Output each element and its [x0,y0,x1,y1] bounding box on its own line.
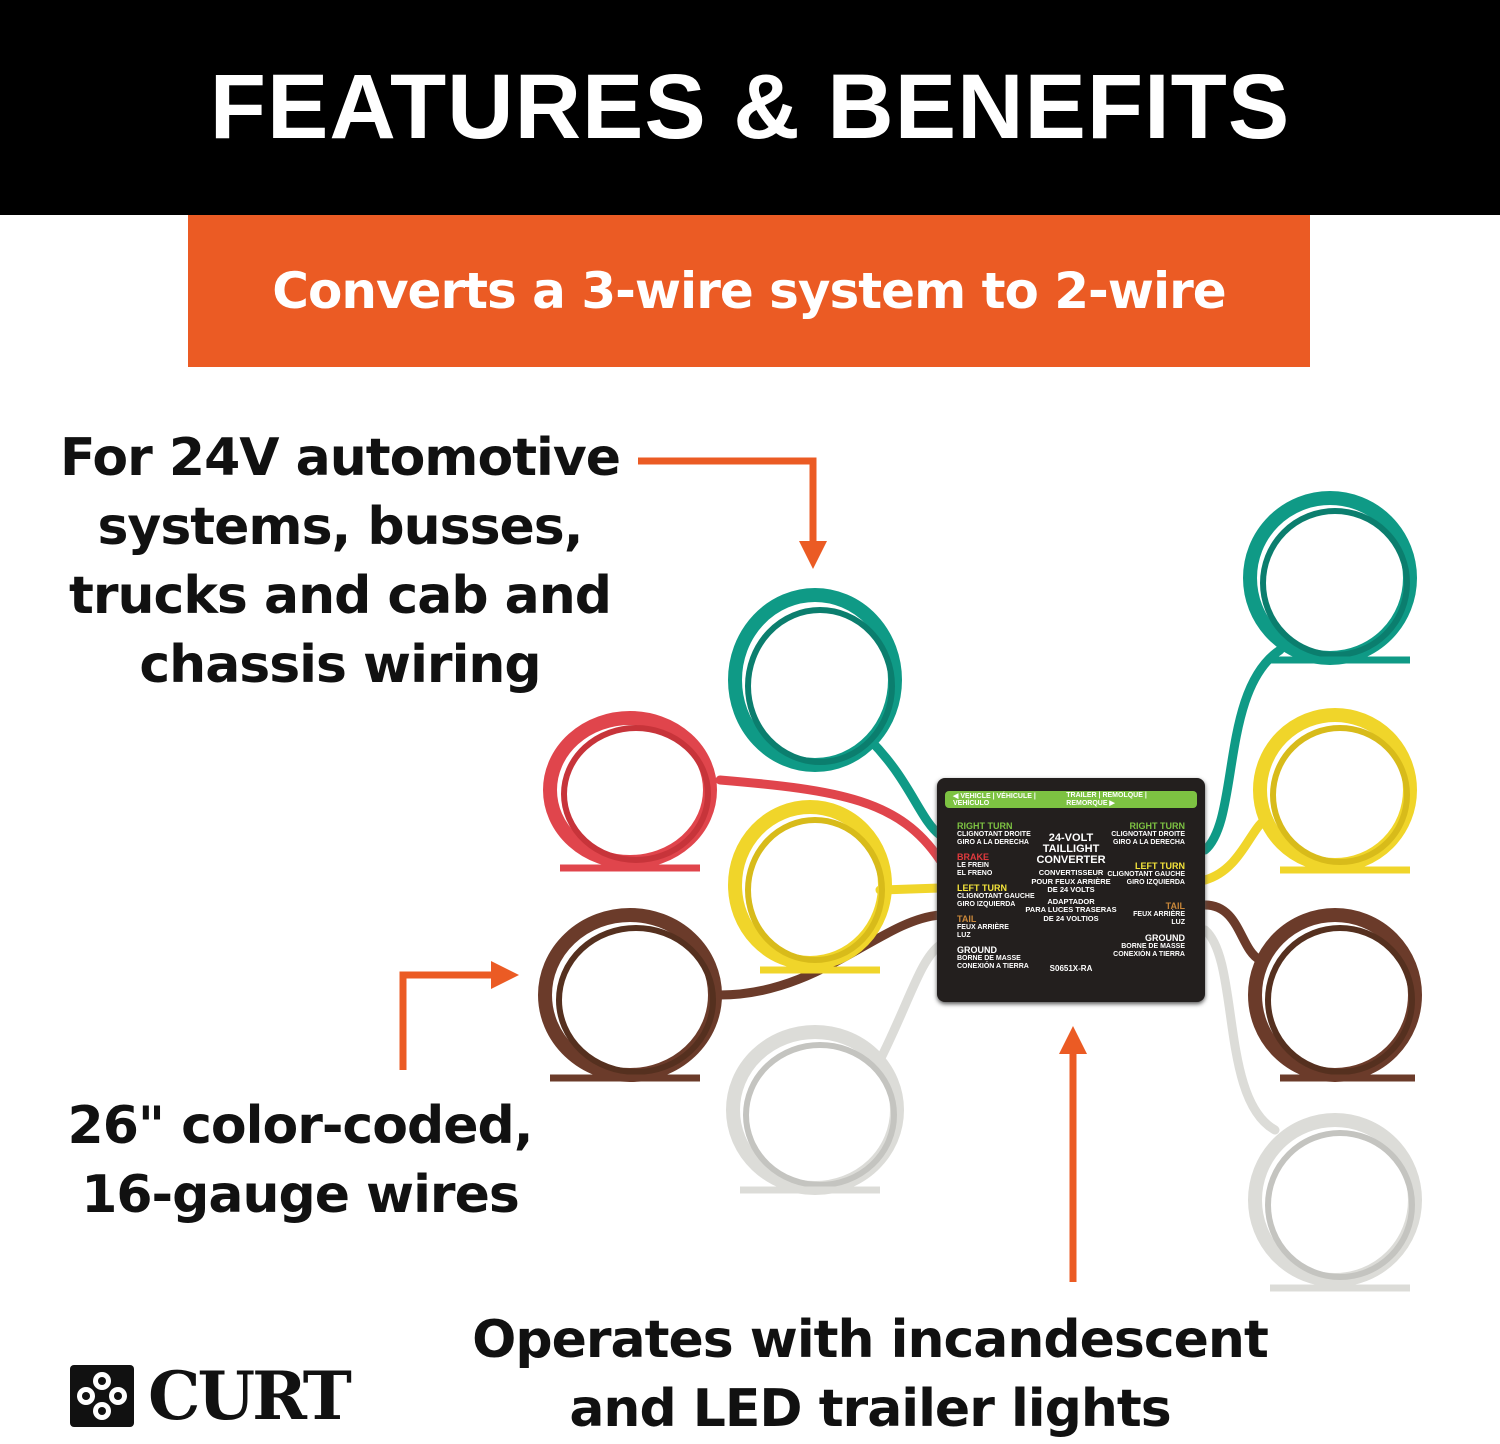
trailer-label: TRAILER | REMOLQUE | REMORQUE ▶ [1066,792,1147,807]
wire-translation: BORNE DE MASSE [1121,943,1185,950]
wire-translation: LE FREIN [957,862,989,869]
curt-logo: CURT [70,1357,352,1435]
curt-wordmark: CURT [148,1357,352,1435]
wire-function-label: RIGHT TURN [957,821,1013,831]
spanish-line: ADAPTADOR [1047,896,1095,906]
banner-text: Converts a 3-wire system to 2-wire [272,262,1226,320]
callout-line: chassis wiring [139,635,541,695]
wire-translation: GIRO IZQUIERDA [957,901,1016,908]
wire-function-label: BRAKE [957,852,990,862]
wire-translation: LUZ [1171,919,1185,926]
callout-line: 26" color-coded, [67,1096,534,1156]
french-line: DE 24 VOLTS [1047,885,1095,894]
callout-line: Operates with incandescent [472,1310,1269,1370]
spanish-line: PARA LUCES TRASERAS [1025,905,1117,914]
page-title: FEATURES & BENEFITS [209,56,1291,158]
wire-translation: CONEXIÓN A TIERRA [957,963,1029,970]
lights-callout: Operates with incandescent and LED trail… [460,1306,1280,1444]
arrow-to-teal-wire [638,457,827,569]
converter-title: TAILLIGHT [1042,843,1100,855]
white-wire-coil-left [726,1025,904,1195]
wire-function-label: RIGHT TURN [1129,821,1186,831]
callout-line: trucks and cab and [69,566,612,626]
french-line: POUR FEUX ARRIÈRE [1031,876,1111,886]
wire-translation: GIRO A LA DERECHA [957,839,1029,846]
wire-function-label: LEFT TURN [1135,861,1185,871]
wire-translation: CLIGNOTANT DROITE [957,831,1031,838]
model-number: S0651X-RA [1049,964,1093,973]
voltage-callout: For 24V automotive systems, busses, truc… [60,424,621,700]
wire-translation: GIRO IZQUIERDA [1126,879,1185,886]
converter-title: 24-VOLT [1048,832,1094,844]
red-wire-lead [715,775,945,865]
white-wire-coil-right [1248,1113,1422,1292]
brown-wire-lead-right [1200,900,1265,965]
wire-function-label: GROUND [957,945,997,955]
wires-callout: 26" color-coded, 16-gauge wires [40,1092,560,1230]
feature-banner: Converts a 3-wire system to 2-wire [188,215,1310,367]
wire-translation: GIRO A LA DERECHA [1113,839,1185,846]
direction-bar: ◀ VEHICLE | VÉHICULE | VEHÍCULO TRAILER … [945,791,1197,808]
yellow-wire-coil-right [1253,708,1417,874]
french-line: CONVERTISSEUR [1038,868,1104,877]
wire-function-label: GROUND [1145,933,1185,943]
wire-translation: FEUX ARRIÈRE [1133,911,1185,918]
wire-translation: CLIGNOTANT GAUCHE [957,893,1035,900]
callout-line: systems, busses, [97,497,583,557]
wire-translation: CLIGNOTANT DROITE [1111,831,1185,838]
yellow-wire-coil-left [728,800,892,974]
wire-translation: CONEXIÓN A TIERRA [1113,951,1185,958]
taillight-converter-box: ◀ VEHICLE | VÉHICULE | VEHÍCULO TRAILER … [937,778,1205,1002]
wire-translation: BORNE DE MASSE [957,955,1021,962]
wire-translation: CLIGNOTANT GAUCHE [1107,871,1185,878]
white-wire-lead-left [875,940,945,1065]
wire-translation: EL FRENO [957,870,993,877]
wire-translation: LUZ [957,932,971,939]
wire-function-label: TAIL [957,914,977,924]
curt-logo-mark-icon [70,1365,134,1427]
wire-function-label: LEFT TURN [957,883,1007,893]
teal-wire-coil-left [728,588,902,772]
spanish-line: DE 24 VOLTIOS [1043,913,1099,923]
teal-wire-coil-right [1243,491,1417,665]
red-wire-coil [543,711,717,872]
converter-title-block: 24-VOLT TAILLIGHT CONVERTER CONVERTISSEU… [1017,833,1125,923]
white-wire-lead-right [1200,925,1280,1135]
brown-wire-coil-right [1248,908,1422,1082]
teal-wire-lead-right [1200,645,1285,855]
callout-line: For 24V automotive [60,428,621,488]
callout-line: 16-gauge wires [81,1165,520,1225]
brown-wire-coil-left [538,908,722,1082]
wire-function-label: TAIL [1165,901,1185,911]
vehicle-label: ◀ VEHICLE | VÉHICULE | VEHÍCULO [953,793,1036,807]
callout-line: and LED trailer lights [569,1379,1171,1439]
converter-title: CONVERTER [1036,854,1106,866]
header-bar: FEATURES & BENEFITS [0,0,1500,215]
wire-translation: FEUX ARRIÈRE [957,924,1009,931]
arrow-to-brown-wire [399,961,519,1070]
teal-wire-lead-left [865,735,945,840]
